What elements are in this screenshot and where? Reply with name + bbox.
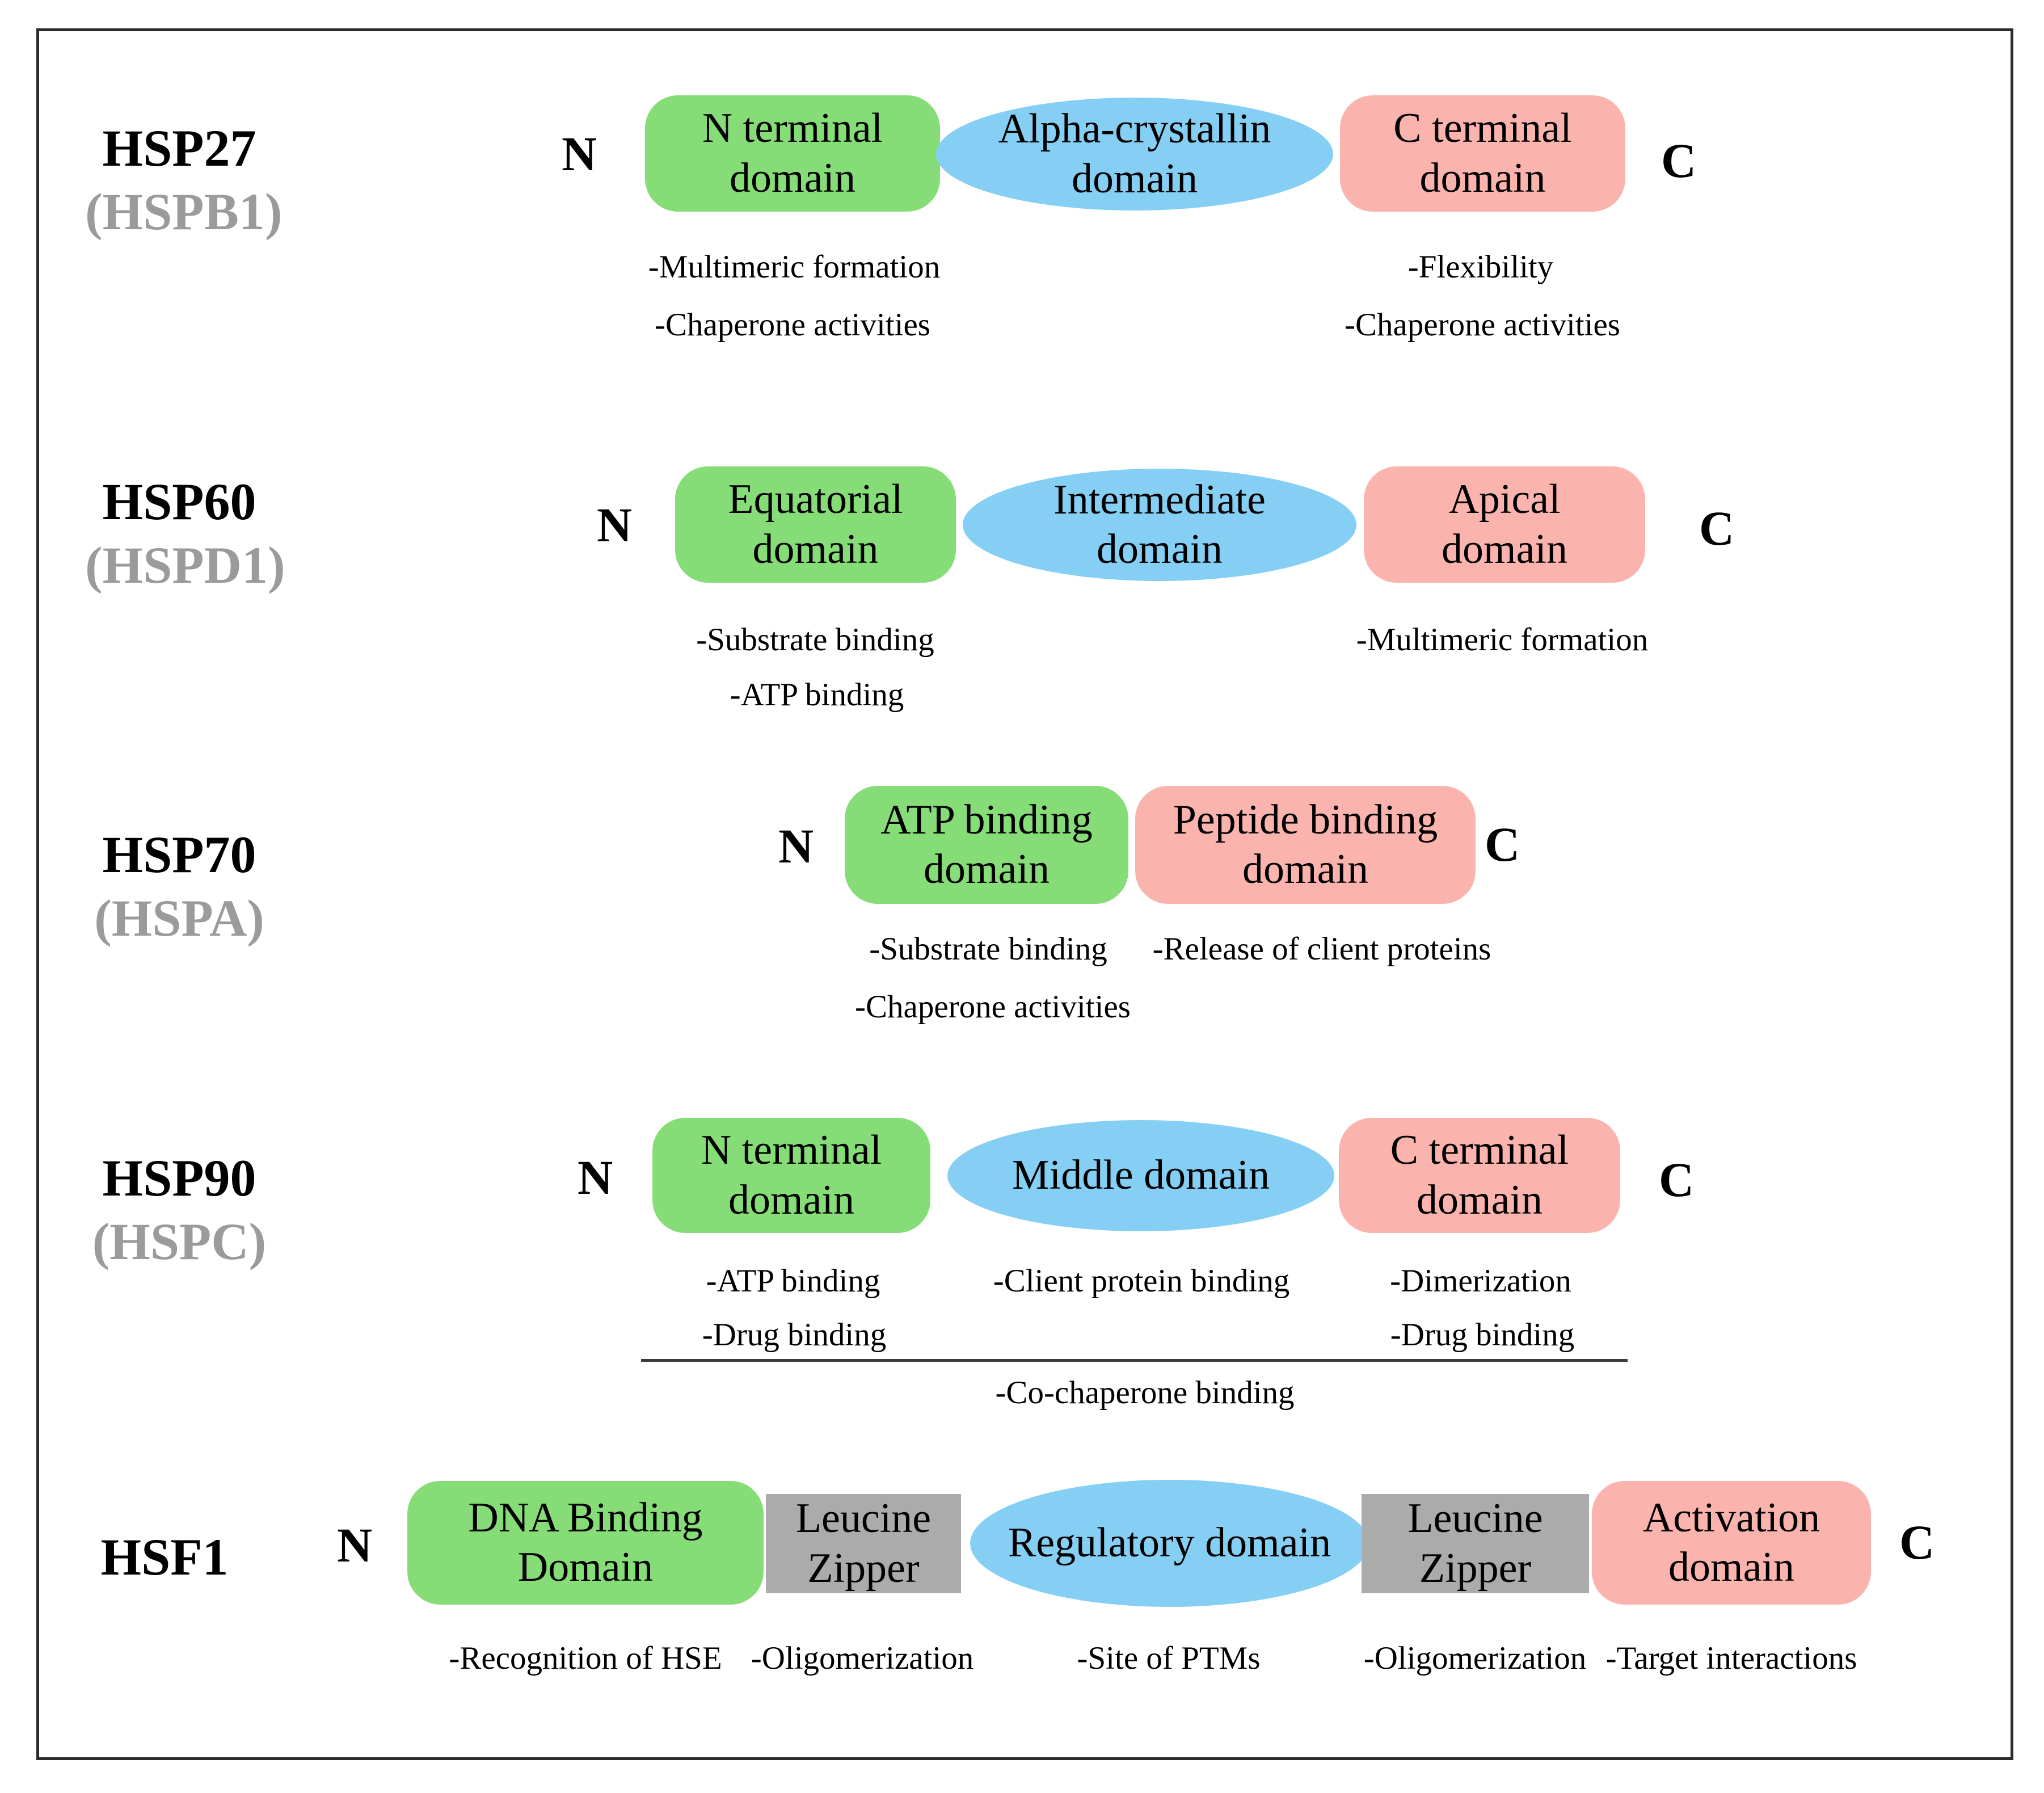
hsp27-c-terminus-label: C [1661,133,1697,188]
hsp60-annotation: -ATP binding [730,677,904,713]
hsf1-regulatory-domain-ellipse: Regulatory domain [970,1480,1369,1607]
hsp70-peptide-binding-domain-box: Peptide binding domain [1135,786,1476,904]
hsf1-annotation: -Site of PTMs [1077,1640,1261,1676]
hsp90-label: HSP90 (HSPC) [85,1146,273,1273]
hsf1-annotation: -Oligomerization [751,1640,974,1676]
hsp70-n-terminus-label: N [778,819,814,873]
hsp27-alias: (HSPB1) [85,183,283,241]
hsf1-activation-domain-box: Activation domain [1592,1481,1871,1605]
hsp90-name: HSP90 [102,1149,256,1207]
hsp60-name: HSP60 [102,473,256,531]
hsp70-atp-binding-domain-box: ATP binding domain [845,786,1128,904]
hsp90-n-terminal-domain-box: N terminal domain [652,1118,930,1233]
hsp70-annotation: -Substrate binding [869,931,1107,967]
hsp90-annotation: -Drug binding [702,1317,887,1353]
hsp90-annotation: -Drug binding [1390,1317,1575,1353]
hsp27-alpha-crystallin-domain-ellipse: Alpha-crystallin domain [936,98,1333,211]
hsp70-annotation: -Release of client proteins [1152,931,1491,967]
hsp60-annotation: -Multimeric formation [1356,622,1649,658]
hsp90-n-terminus-label: N [578,1150,613,1205]
hsp60-equatorial-domain-box: Equatorial domain [675,466,956,583]
hsf1-c-terminus-label: C [1899,1515,1935,1569]
hsp60-annotation: -Substrate binding [696,622,934,658]
hsp60-intermediate-domain-ellipse: Intermediate domain [963,469,1356,581]
hsp90-c-terminus-label: C [1659,1152,1695,1207]
hsp27-annotation: -Multimeric formation [648,249,941,285]
hsp60-label: HSP60 (HSPD1) [85,470,285,597]
hsp27-annotation: -Chaperone activities [1345,307,1620,343]
hsp60-apical-domain-box: Apical domain [1364,466,1645,583]
hsp70-annotation: -Chaperone activities [855,989,1131,1025]
hsp90-annotation: -Dimerization [1390,1263,1571,1299]
hsf1-annotation: -Target interactions [1605,1640,1857,1676]
hsf1-annotation: -Oligomerization [1363,1640,1587,1676]
hsp90-middle-domain-ellipse: Middle domain [947,1120,1334,1231]
hsp90-bracket-line [641,1359,1628,1362]
hsp70-name: HSP70 [102,826,256,883]
hsp60-n-terminus-label: N [597,498,633,552]
hsp90-annotation: -ATP binding [706,1263,880,1299]
hsp27-annotation: -Chaperone activities [655,307,930,343]
hsp60-alias: (HSPD1) [85,536,285,595]
hsp70-alias: (HSPA) [94,889,264,948]
hsp90-annotation: -Client protein binding [993,1263,1290,1299]
hsp27-label: HSP27 (HSPB1) [85,116,283,243]
hsp27-n-terminus-label: N [562,127,597,181]
hsf1-name: HSF1 [100,1528,229,1586]
hsp27-n-terminal-domain-box: N terminal domain [645,95,940,212]
hsf1-leucine-zipper-box-1: Leucine Zipper [766,1494,961,1593]
hsp27-name: HSP27 [102,119,256,177]
hsf1-n-terminus-label: N [337,1518,373,1572]
hsp27-annotation: -Flexibility [1407,249,1554,285]
hsp90-shared-annotation: -Co-chaperone binding [995,1375,1295,1411]
hsp60-c-terminus-label: C [1699,501,1735,555]
hsf1-dna-binding-domain-box: DNA Binding Domain [407,1481,764,1605]
hsp70-c-terminus-label: C [1485,817,1520,872]
hsp90-c-terminal-domain-box: C terminal domain [1339,1118,1620,1233]
hsp70-label: HSP70 (HSPA) [85,823,273,950]
hsp90-alias: (HSPC) [92,1213,267,1271]
hsf1-label: HSF1 [74,1525,255,1589]
hsf1-leucine-zipper-box-2: Leucine Zipper [1362,1494,1589,1593]
hsf1-annotation: -Recognition of HSE [449,1640,722,1676]
hsp27-c-terminal-domain-box: C terminal domain [1340,95,1625,212]
